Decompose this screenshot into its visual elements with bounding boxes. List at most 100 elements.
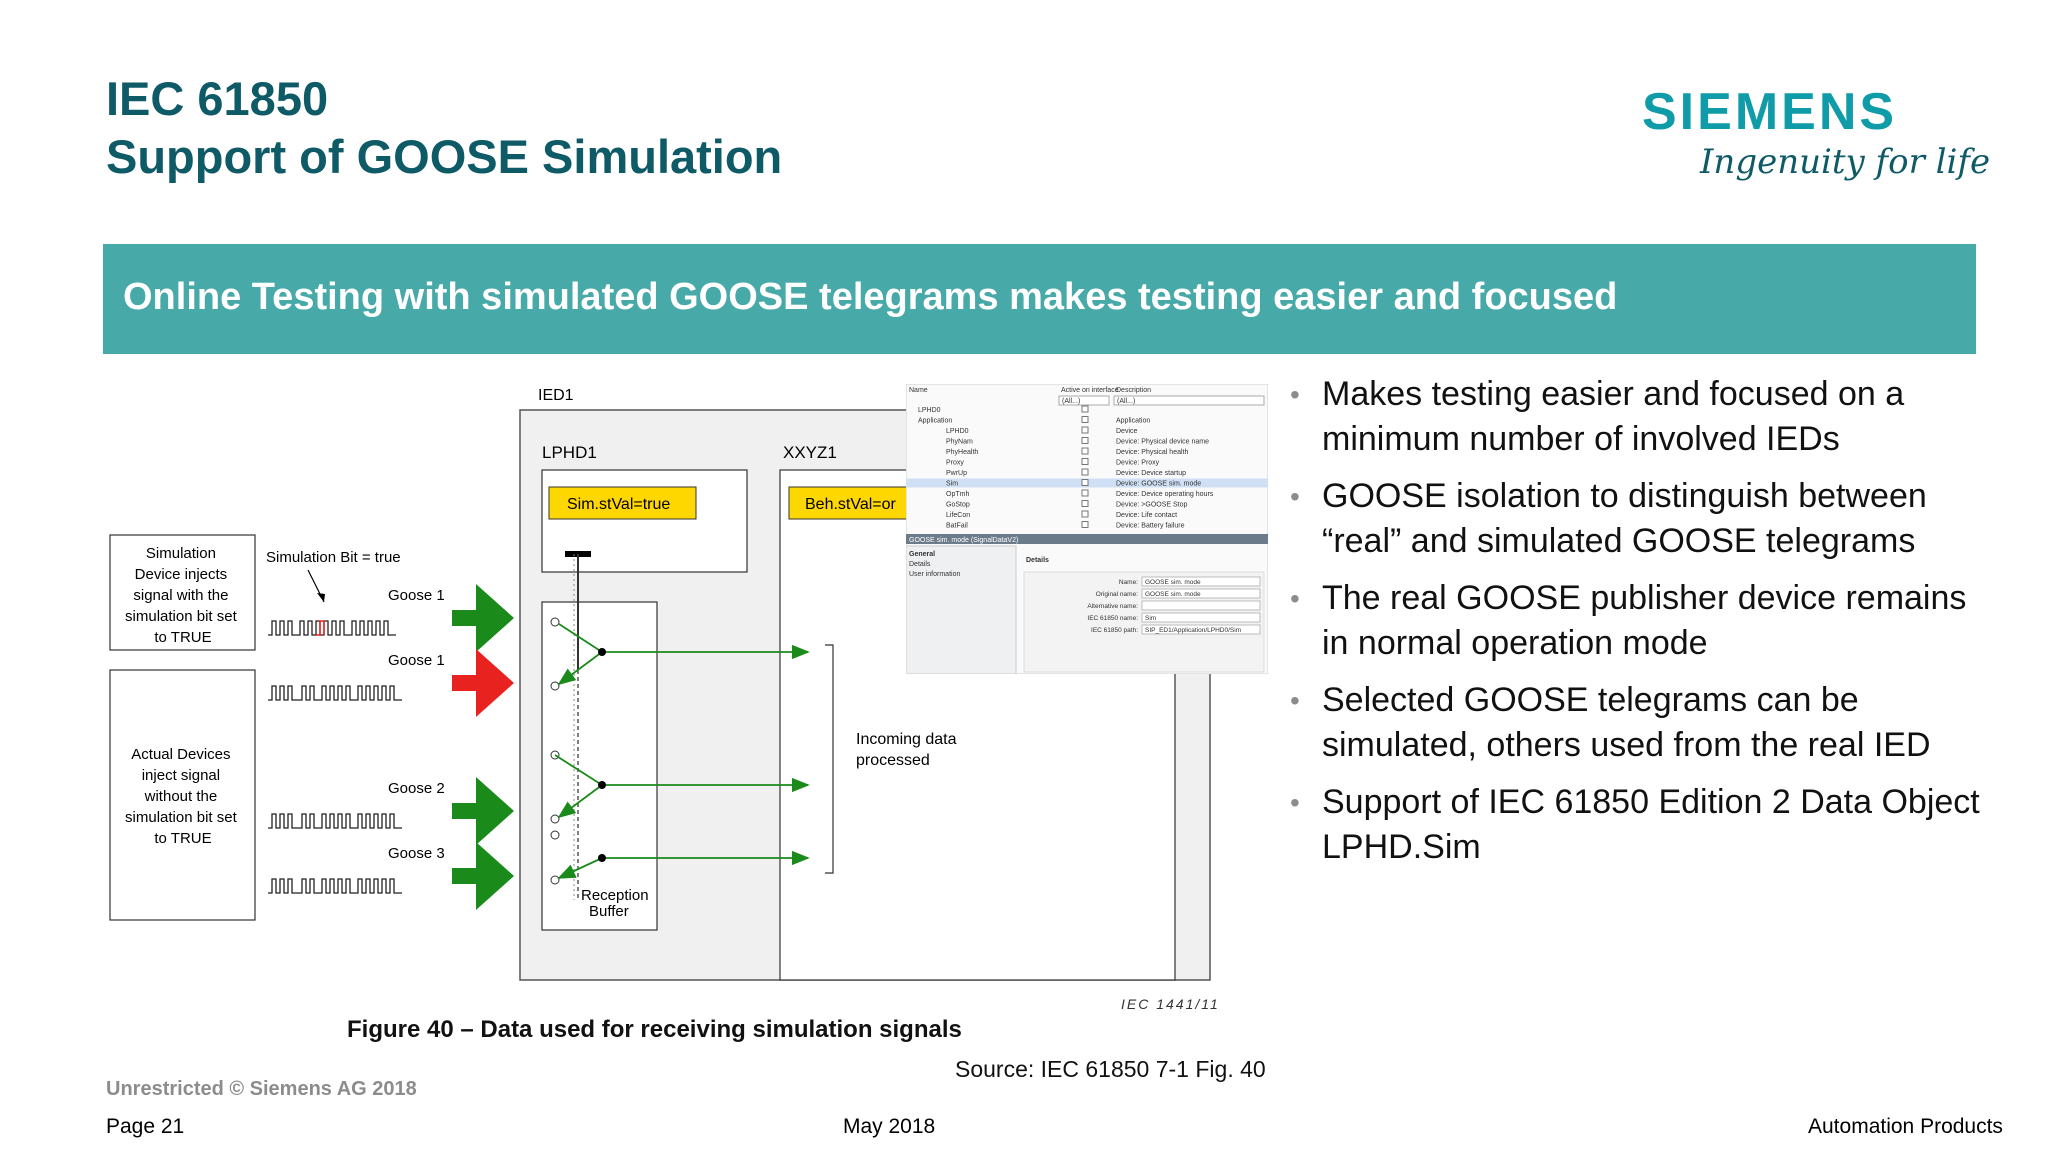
sim-device-line-4: simulation bit set: [125, 608, 238, 625]
inset-row-checkbox[interactable]: [1081, 479, 1089, 486]
detail-label: IEC 61850 path:: [1091, 627, 1138, 634]
inset-row-name[interactable]: LifeCon: [946, 512, 970, 519]
inset-row-name[interactable]: OpTmh: [946, 491, 969, 498]
detail-label: Alternative name:: [1087, 603, 1138, 610]
actual-device-line-2: inject signal: [142, 767, 220, 784]
detail-field[interactable]: [1141, 588, 1261, 599]
filter-description: (All...): [1117, 398, 1135, 405]
inset-row-description: Device: Physical device name: [1116, 439, 1209, 446]
title-line-2: Support of GOOSE Simulation: [106, 130, 783, 183]
lphd-label: LPHD1: [542, 443, 597, 462]
actual-device-line-3: without the: [144, 788, 218, 805]
svg-text:Simulation Device injects: Simulation Device injects signal with th…: [125, 545, 241, 646]
detail-label: Name:: [1119, 579, 1138, 586]
detail-field[interactable]: [1141, 576, 1261, 587]
inset-row-checkbox[interactable]: [1081, 437, 1089, 444]
inset-row-checkbox[interactable]: [1081, 458, 1089, 465]
inset-row-name[interactable]: GoStop: [946, 502, 970, 509]
actual-device-line-5: to TRUE: [154, 830, 211, 847]
incoming-data-2: processed: [856, 752, 930, 769]
actual-device-line-4: simulation bit set: [125, 809, 238, 826]
goose-arrow-4: [452, 842, 514, 910]
pulse-trains: [268, 620, 402, 894]
goose-label-3: Goose 2: [388, 780, 445, 797]
sim-device-line-2: Device injects: [135, 566, 228, 583]
goose-arrow-1: [452, 584, 514, 652]
panel-title: GOOSE sim. mode (SignalDataV2): [909, 537, 1018, 544]
inset-row-checkbox[interactable]: [1081, 510, 1089, 518]
inset-row-name[interactable]: LPHD0: [946, 428, 969, 435]
bullet-item: Support of IEC 61850 Edition 2 Data Obje…: [1290, 780, 1990, 870]
footer-department: Automation Products: [1808, 1115, 2003, 1138]
inset-row-description: Device: Proxy: [1116, 460, 1160, 467]
inset-row-description: Device: Life contact: [1116, 512, 1177, 519]
inset-row-description: Application: [1116, 418, 1150, 425]
goose-label-1: Goose 1: [388, 587, 445, 604]
sim-device-line-5: to TRUE: [154, 629, 211, 646]
col-description: Description: [1116, 387, 1151, 394]
detail-value: GOOSE sim. mode: [1145, 579, 1201, 586]
xxyz-label: XXYZ1: [783, 443, 837, 462]
inset-row-checkbox[interactable]: [1081, 468, 1089, 476]
simulation-device-box: [109, 534, 256, 651]
simulation-bit-label: Simulation Bit = true: [266, 549, 401, 566]
inset-row-checkbox[interactable]: [1081, 500, 1089, 507]
banner-text: Online Testing with simulated GOOSE tele…: [123, 276, 1618, 318]
inset-row-description: Device: >GOOSE Stop: [1116, 502, 1187, 509]
sim-device-line-1: Simulation: [146, 545, 216, 562]
inset-row-checkbox[interactable]: [1081, 489, 1089, 497]
goose-label-2: Goose 1: [388, 652, 445, 669]
reception-buffer: [541, 601, 658, 931]
detail-field[interactable]: [1141, 600, 1261, 611]
slide-title: IEC 61850 Support of GOOSE Simulation: [106, 70, 782, 186]
iec-reference: IEC 1441/11: [1121, 996, 1220, 1012]
inset-row-checkbox[interactable]: [1081, 447, 1089, 455]
detail-label: Original name:: [1096, 591, 1138, 598]
footer-date: May 2018: [843, 1115, 936, 1138]
inset-row-checkbox[interactable]: [1081, 416, 1089, 423]
inset-row-name[interactable]: Proxy: [946, 460, 964, 467]
bullet-item: GOOSE isolation to distinguish between “…: [1290, 474, 1990, 564]
goose-arrow-2-red: [452, 649, 514, 717]
detail-label: IEC 61850 name:: [1087, 615, 1138, 622]
detail-value: Sim: [1145, 615, 1156, 622]
beh-stval: Beh.stVal=or: [805, 496, 897, 513]
inset-row-checkbox[interactable]: [1081, 426, 1089, 434]
tab-details[interactable]: Details: [909, 561, 931, 568]
sim-device-line-3: signal with the: [133, 587, 228, 604]
inset-row-description: Device: Device startup: [1116, 470, 1186, 477]
detail-value: SIP_ED1/Application/LPHD0/Sim: [1145, 627, 1241, 634]
figure-source: Source: IEC 61850 7-1 Fig. 40: [955, 1056, 1266, 1082]
bullet-list: Makes testing easier and focused on a mi…: [1290, 372, 1990, 882]
bullet-item: Makes testing easier and focused on a mi…: [1290, 372, 1990, 462]
actual-devices-box: [109, 669, 256, 921]
figure-caption: Figure 40 – Data used for receiving simu…: [347, 1016, 962, 1043]
col-name: Name: [909, 387, 928, 394]
inset-row-name[interactable]: Application: [918, 418, 952, 425]
inset-row-name[interactable]: PwrUp: [946, 470, 967, 477]
detail-field[interactable]: [1141, 612, 1261, 623]
goose-arrow-3: [452, 777, 514, 845]
detail-field[interactable]: [1141, 624, 1261, 635]
inset-row-name[interactable]: BatFail: [946, 523, 968, 530]
sim-state-box: [548, 486, 697, 520]
inset-row-description: Device: [1116, 428, 1138, 435]
tab-general[interactable]: General: [909, 551, 935, 558]
reception-buffer-label-2: Buffer: [589, 903, 629, 920]
filter-active: (All...): [1062, 398, 1080, 405]
inset-row-name[interactable]: PhyHealth: [946, 449, 978, 456]
inset-row-description: Device: Device operating hours: [1116, 491, 1214, 498]
bullet-item: Selected GOOSE telegrams can be simulate…: [1290, 678, 1990, 768]
inset-row-name[interactable]: PhyNam: [946, 439, 973, 446]
sim-stval: Sim.stVal=true: [567, 496, 670, 513]
col-active: Active on interface: [1061, 387, 1119, 394]
tab-user-info[interactable]: User information: [909, 571, 960, 578]
inset-row-name[interactable]: Sim: [946, 481, 958, 488]
inset-row-checkbox[interactable]: [1081, 405, 1089, 413]
config-tool-inset: Name Active on interface Description (Al…: [906, 384, 1268, 674]
inset-row-checkbox[interactable]: [1081, 521, 1089, 528]
inset-row-name[interactable]: LPHD0: [918, 407, 941, 414]
inset-row-description: Device: GOOSE sim. mode: [1116, 481, 1201, 488]
